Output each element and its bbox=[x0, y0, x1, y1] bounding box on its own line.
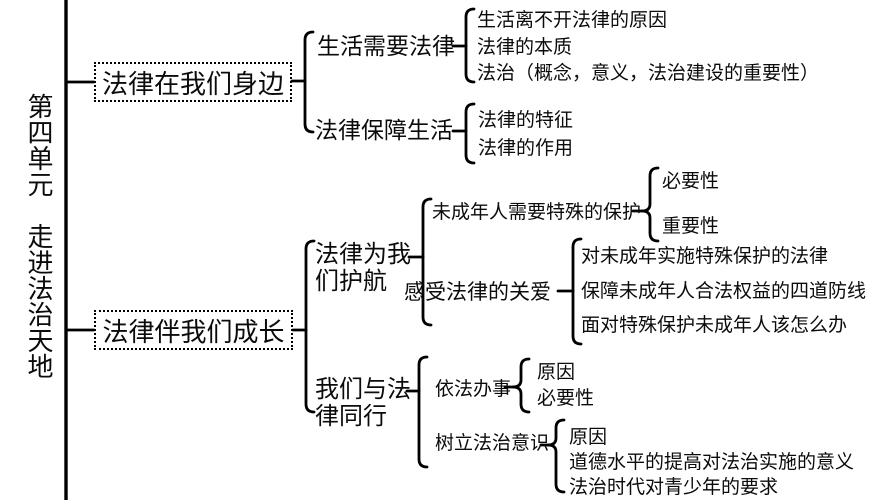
branch-box-law-grows-with-us: 法律伴我们成长 bbox=[94, 310, 293, 350]
node-build-rule-of-law-awareness: 树立法治意识 bbox=[435, 432, 550, 454]
leaf-moral-level-significance: 道德水平的提高对法治实施的意义 bbox=[569, 451, 855, 473]
minors-protection-brace bbox=[640, 166, 660, 243]
leaf-functions-of-law: 法律的作用 bbox=[478, 137, 574, 159]
leaf-features-of-law: 法律的特征 bbox=[478, 109, 574, 131]
leaf-necessity-act-by-law: 必要性 bbox=[537, 387, 595, 409]
act-by-law-brace bbox=[511, 357, 531, 414]
leaf-laws-special-protection: 对未成年实施特殊保护的法律 bbox=[581, 245, 829, 267]
unit-title: 第四单元 走进法治天地 bbox=[23, 93, 53, 379]
branch-box-law-around-us: 法律在我们身边 bbox=[94, 62, 292, 102]
node-law-protects-life: 法律保障生活 bbox=[315, 118, 453, 144]
node-act-by-law: 依法办事 bbox=[435, 378, 512, 400]
we-walk-bracket bbox=[417, 355, 429, 469]
leaf-reason-act-by-law: 原因 bbox=[537, 361, 576, 383]
law-protects-life-bracket bbox=[464, 102, 476, 165]
node-feel-care-of-law: 感受法律的关爱 bbox=[404, 280, 551, 304]
law-escorts-bracket bbox=[421, 197, 433, 327]
leaf-importance: 重要性 bbox=[662, 215, 720, 237]
node-law-escorts-us: 法律为我们护航 bbox=[315, 240, 411, 295]
node-life-needs-law: 生活需要法律 bbox=[317, 34, 455, 60]
leaf-rule-of-law-concept: 法治（概念，意义，法治建设的重要性） bbox=[477, 62, 820, 84]
leaf-essence-of-law: 法律的本质 bbox=[477, 36, 573, 58]
node-minors-need-special-protection: 未成年人需要特殊的保护 bbox=[432, 201, 642, 223]
branch1-bracket bbox=[303, 30, 315, 134]
branch2-bracket bbox=[304, 239, 316, 414]
node-we-walk-with-law: 我们与法律同行 bbox=[315, 375, 411, 430]
leaf-reason-awareness: 原因 bbox=[569, 426, 608, 448]
build-awareness-brace bbox=[546, 418, 566, 494]
leaf-life-cannot-leave-law: 生活离不开法律的原因 bbox=[477, 9, 668, 31]
life-needs-law-bracket bbox=[464, 7, 476, 84]
leaf-what-to-do: 面对特殊保护未成年人该怎么办 bbox=[581, 314, 848, 336]
leaf-necessity: 必要性 bbox=[662, 170, 720, 192]
feel-care-bracket bbox=[571, 237, 583, 346]
leaf-four-defense-lines: 保障未成年人合法权益的四道防线 bbox=[581, 280, 867, 302]
leaf-era-requirements-for-youth: 法治时代对青少年的要求 bbox=[569, 476, 779, 498]
